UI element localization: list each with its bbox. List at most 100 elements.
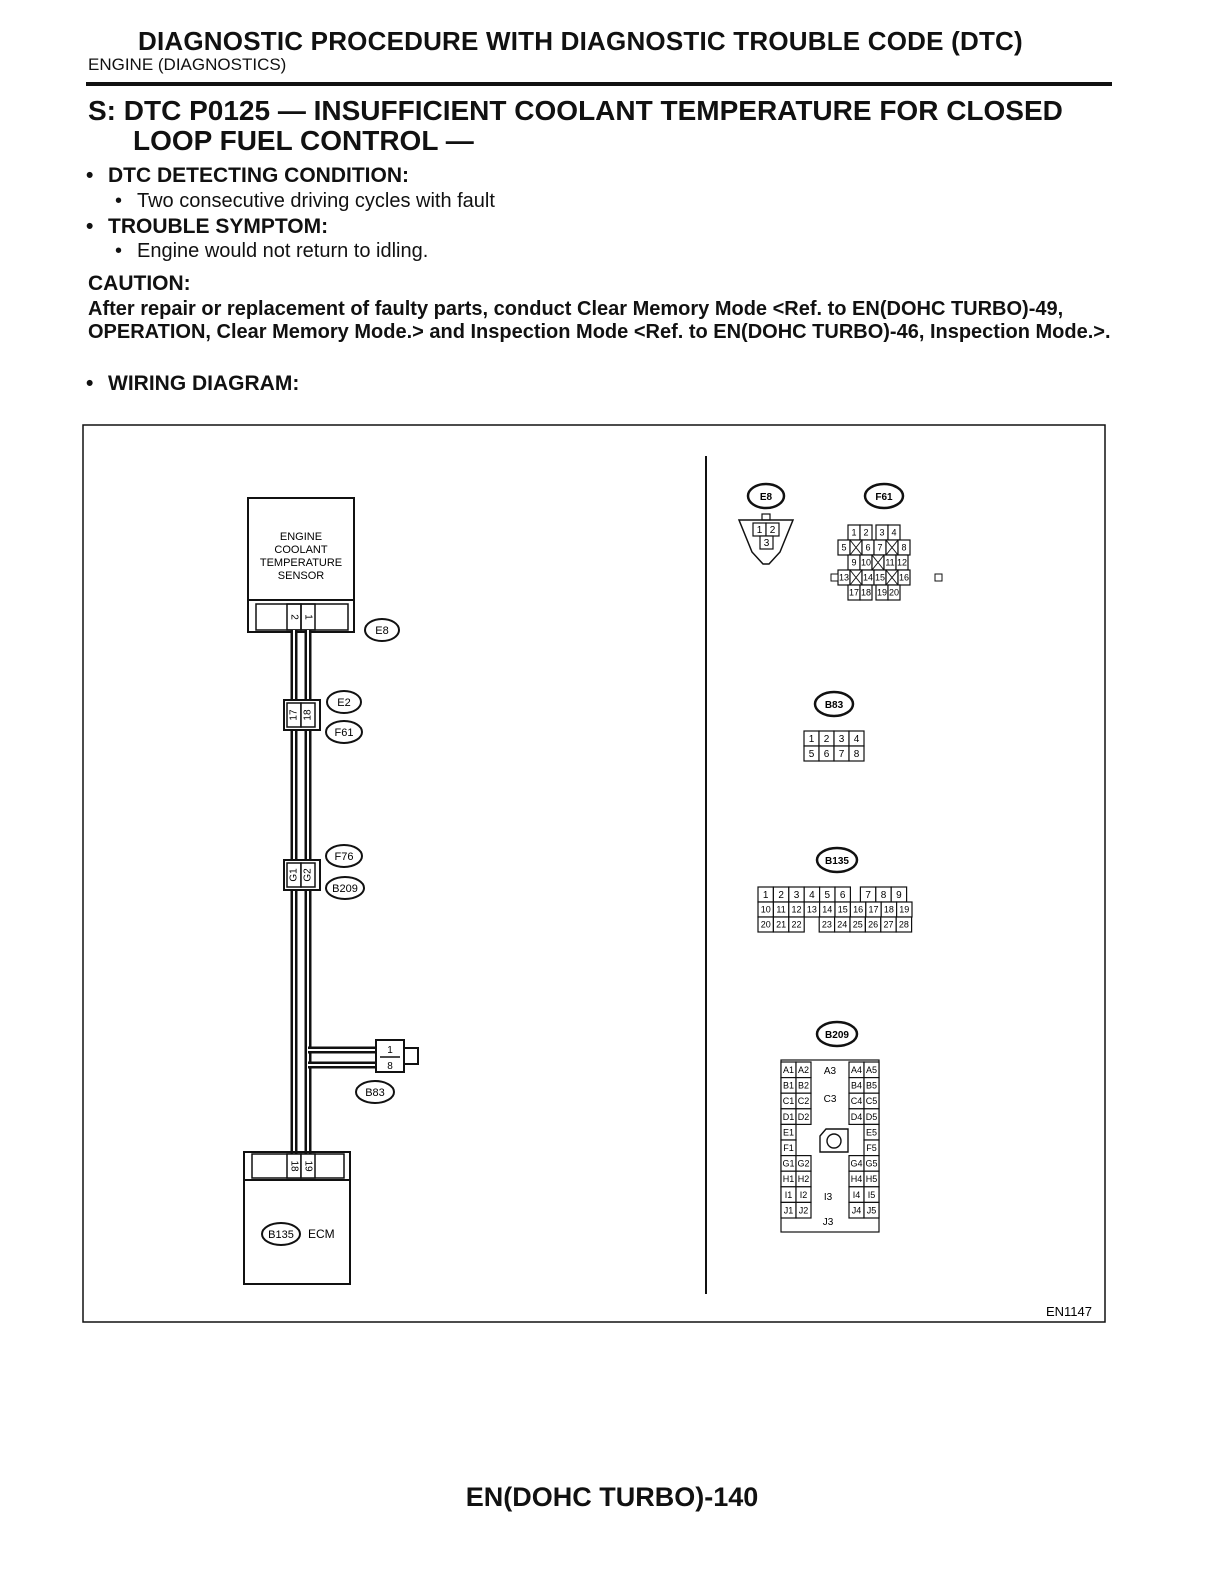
connector-tag-b135-text: B135 xyxy=(268,1229,294,1241)
connector-tag-f61-text: F61 xyxy=(335,727,354,739)
b135-pin-21: 21 xyxy=(776,920,786,930)
f61-left-latch xyxy=(830,573,839,582)
connector-tag-e8: E8 xyxy=(364,618,400,642)
b135-pin-28-cell xyxy=(895,916,913,933)
bullet-icon: • xyxy=(86,372,94,395)
connector-tag-b135 xyxy=(261,1222,301,1246)
face-tag-f61: F61 xyxy=(863,482,905,510)
b209-pin-J2: J2 xyxy=(799,1205,809,1215)
b135-pin-6: 6 xyxy=(840,890,846,901)
b83-face-pin-3: 3 xyxy=(839,734,845,745)
b135-pin-24: 24 xyxy=(837,920,847,930)
b135-pin-9: 9 xyxy=(896,890,902,901)
e8-housing xyxy=(737,519,795,565)
sensor-box xyxy=(247,497,355,633)
f61-blank-3-blank-cross xyxy=(849,569,863,586)
connector-tag-e2: E2 xyxy=(326,690,362,714)
b209-pin-C3: C3 xyxy=(824,1094,837,1105)
e8-pin-1: 1 xyxy=(757,525,763,536)
b135-pin-18: 18 xyxy=(884,905,894,915)
face-tag-b135-text: B135 xyxy=(825,856,849,867)
sensor-label-3: TEMPERATURE xyxy=(260,557,342,569)
b209-pin-I4: I4 xyxy=(853,1190,861,1200)
b209-pin-D2: D2 xyxy=(798,1112,810,1122)
sensor-pin-1: 1 xyxy=(302,614,313,620)
ecm-pin-18: 18 xyxy=(288,1160,299,1172)
b209-pin-J1: J1 xyxy=(784,1205,794,1215)
b209-pin-F1: F1 xyxy=(783,1143,794,1153)
sensor-label-1: ENGINE xyxy=(280,531,322,543)
page-header-title: DIAGNOSTIC PROCEDURE WITH DIAGNOSTIC TRO… xyxy=(138,26,1023,56)
junction-pin-g2: G2 xyxy=(303,868,314,882)
sensor-connector xyxy=(255,603,349,631)
b135-pin-25: 25 xyxy=(853,920,863,930)
b135-pin-20: 20 xyxy=(761,920,771,930)
bullet-icon: • xyxy=(86,164,94,187)
f61-pin-6: 6 xyxy=(865,543,870,553)
dtc-condition-item: • Two consecutive driving cycles with fau… xyxy=(115,190,495,213)
face-tag-e8: E8 xyxy=(746,482,786,510)
connector-tag-f61: F61 xyxy=(325,720,363,744)
connector-b83-body: 1 8 xyxy=(375,1039,419,1073)
sensor-pin-2: 2 xyxy=(288,614,299,620)
connector-tag-e2-text: E2 xyxy=(337,697,350,709)
b209-pin-G2: G2 xyxy=(797,1159,809,1169)
page-number: EN(DOHC TURBO)-140 xyxy=(465,1482,759,1512)
b135-pin-14: 14 xyxy=(822,905,832,915)
ecm-box xyxy=(243,1151,351,1285)
b135-pin-4: 4 xyxy=(809,890,815,901)
face-tag-b209-text: B209 xyxy=(825,1030,849,1041)
b135-pin-2: 2 xyxy=(778,890,784,901)
f61-pin-7: 7 xyxy=(877,543,882,553)
b209-pin-J2-cell xyxy=(795,1201,812,1219)
f61-pin-8: 8 xyxy=(901,543,906,553)
b209-pin-E5: E5 xyxy=(866,1127,877,1137)
b209-pin-A5: A5 xyxy=(866,1065,877,1075)
sensor-label-4: SENSOR xyxy=(278,570,325,582)
b209-key-hole-icon xyxy=(826,1133,842,1149)
f61-pin-11: 11 xyxy=(885,558,894,568)
b83-pin-8: 8 xyxy=(387,1061,393,1072)
f61-blank-3-blank-cross xyxy=(885,569,899,586)
junction-pin-g1: G1 xyxy=(289,868,300,882)
wiring-diagram-heading: • WIRING DIAGRAM: xyxy=(86,372,299,396)
b209-pin-J3: J3 xyxy=(823,1217,834,1228)
b135-pin-19: 19 xyxy=(899,905,909,915)
b83-face-pin-8: 8 xyxy=(854,749,860,760)
f61-pin-2: 2 xyxy=(863,528,868,538)
connector-tag-b83: B83 xyxy=(355,1080,395,1104)
wiring-diagram-heading-text: WIRING DIAGRAM: xyxy=(108,372,300,395)
f61-blank-1-blank-cross xyxy=(849,539,863,556)
b135-pin-1: 1 xyxy=(763,890,769,901)
b209-pin-J5: J5 xyxy=(867,1205,877,1215)
dtc-condition-item-text: Two consecutive driving cycles with faul… xyxy=(137,190,495,212)
connector-tag-b83-text: B83 xyxy=(365,1087,385,1099)
ecm-module: 18 19 B135 ECM xyxy=(243,1151,351,1285)
f61-pin-19: 19 xyxy=(877,588,887,598)
b209-pin-C2: C2 xyxy=(798,1096,810,1106)
e8-pin-2: 2 xyxy=(770,525,776,536)
b83-face-pin-2: 2 xyxy=(824,734,830,745)
b209-pin-C1: C1 xyxy=(783,1096,795,1106)
b135-pin-27: 27 xyxy=(883,920,893,930)
e8-pin-3-cell xyxy=(759,535,774,550)
b135-pin-5: 5 xyxy=(825,890,831,901)
f61-pin-20-cell xyxy=(887,584,901,601)
face-tag-b83-text: B83 xyxy=(825,700,844,711)
b209-pin-H1: H1 xyxy=(783,1174,795,1184)
bullet-icon: • xyxy=(115,190,123,212)
b209-pin-H5: H5 xyxy=(866,1174,878,1184)
b83-face-pin-5: 5 xyxy=(809,749,815,760)
b135-pin-15: 15 xyxy=(838,905,848,915)
f61-pin-13: 13 xyxy=(839,573,849,583)
e8-latch xyxy=(761,513,771,521)
b135-pin-13: 13 xyxy=(807,905,817,915)
e8-pin-3: 3 xyxy=(764,538,770,549)
b135-pin-12: 12 xyxy=(791,905,801,915)
b209-pin-D4: D4 xyxy=(851,1112,863,1122)
f61-pin-15: 15 xyxy=(875,573,885,583)
b209-pin-A4: A4 xyxy=(851,1065,862,1075)
